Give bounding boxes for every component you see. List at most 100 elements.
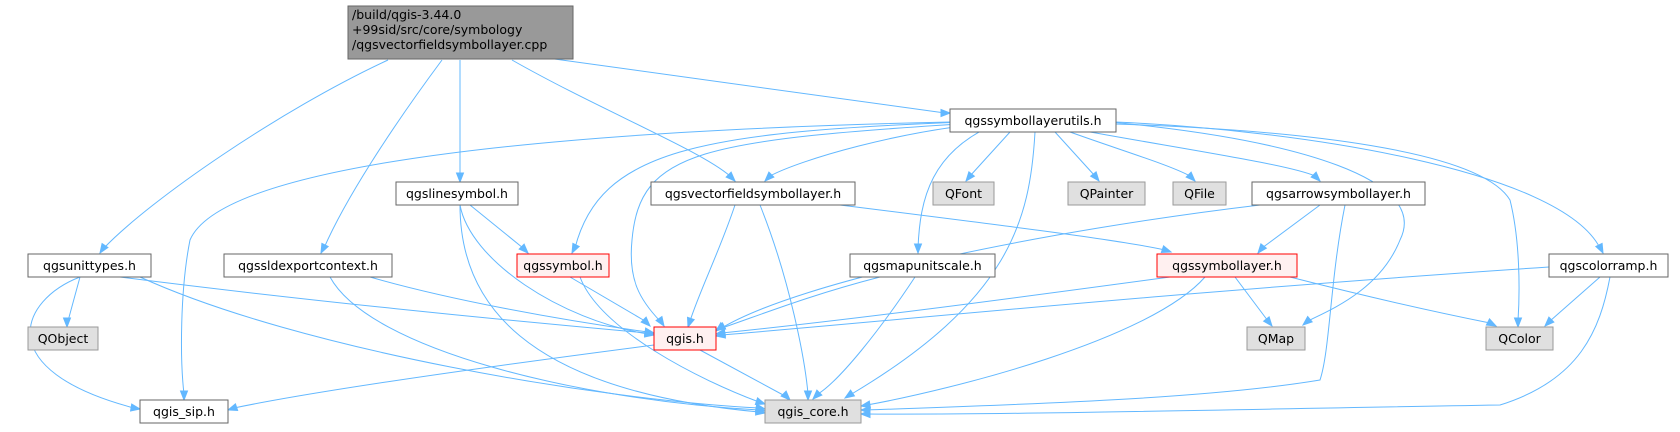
edge-line: [1114, 123, 1520, 322]
edge-vectorfieldsymbollayer-to-symbollayer: [839, 204, 1173, 254]
nodes-layer: /build/qgis-3.44.0+99sid/src/core/symbol…: [27, 5, 1669, 424]
arrowhead: [714, 321, 727, 331]
arrowhead: [455, 172, 465, 184]
edge-line: [1109, 121, 1405, 322]
node-label: qgis_sip.h: [153, 404, 215, 419]
edge-symbollayerutils-to-qgis_sip: [179, 121, 951, 402]
arrowhead: [1160, 244, 1173, 254]
edge-line: [1261, 204, 1321, 249]
arrowhead: [913, 243, 923, 255]
edge-line: [839, 204, 1166, 251]
arrowhead: [1310, 171, 1321, 182]
arrowhead: [1185, 171, 1196, 182]
edge-line: [917, 121, 1001, 249]
edge-colorramp-to-qgis_core: [859, 276, 1611, 419]
arrowhead: [99, 242, 109, 255]
edge-line: [181, 121, 951, 395]
node-box: [516, 253, 610, 278]
edge-linesymbol-to-symbol: [469, 204, 529, 254]
root-label-line: /build/qgis-3.44.0: [352, 7, 461, 22]
edge-line: [1234, 276, 1269, 322]
node-box: [27, 326, 99, 351]
edge-unittypes-to-qobject: [62, 276, 81, 329]
edge-root-to-linesymbol: [455, 60, 465, 184]
node-symbol[interactable]: qgssymbol.h: [516, 253, 610, 278]
edge-symbol-to-qgis: [569, 276, 651, 327]
edge-symbollayer-to-qgis_core: [859, 276, 1206, 409]
edge-symbollayerutils-to-mapunitscale: [913, 121, 1001, 255]
edge-symbollayerutils-to-qfont: [965, 131, 1011, 183]
edge-arrowsymbollayer-to-symbollayer: [1257, 204, 1321, 255]
edge-root-to-unittypes: [99, 59, 389, 255]
edge-line: [1089, 131, 1316, 177]
node-box: [27, 253, 152, 278]
node-box: [1067, 181, 1146, 206]
edge-line: [721, 276, 1171, 334]
arrowhead: [1513, 317, 1523, 329]
edge-line: [103, 59, 389, 249]
node-box: [653, 326, 717, 351]
arrowhead: [226, 402, 239, 412]
edge-line: [1549, 276, 1601, 322]
edges-layer: [29, 52, 1611, 419]
edge-line: [866, 204, 1346, 411]
edge-line: [866, 276, 1611, 415]
node-label: QColor: [1498, 331, 1541, 346]
node-label: qgssymbollayer.h: [1172, 258, 1282, 273]
node-unittypes[interactable]: qgsunittypes.h: [27, 253, 152, 278]
root-label-line: /qgsvectorfieldsymbollayer.cpp: [352, 37, 547, 52]
node-box: [949, 108, 1117, 133]
edge-symbollayerutils-to-qfile: [1069, 131, 1196, 182]
node-box: [764, 399, 862, 424]
edge-root-to-vectorfieldsymbollayer: [511, 59, 736, 182]
node-box: [1548, 253, 1669, 278]
node-colorramp[interactable]: qgscolorramp.h: [1548, 253, 1669, 278]
arrowhead: [725, 171, 736, 182]
arrowhead: [1301, 315, 1314, 326]
node-qgis-core: qgis_core.h: [764, 399, 862, 424]
node-symbollayer[interactable]: qgssymbollayer.h: [1156, 253, 1298, 278]
node-label: qgssymbollayerutils.h: [964, 113, 1101, 128]
edge-line: [469, 204, 524, 249]
arrowhead: [859, 409, 871, 419]
arrowhead: [518, 243, 529, 254]
node-vectorfieldsymbollayer[interactable]: qgsvectorfieldsymbollayer.h: [650, 181, 856, 206]
node-arrowsymbollayer[interactable]: qgsarrowsymbollayer.h: [1251, 181, 1426, 206]
arrowhead: [320, 242, 330, 255]
node-qgis[interactable]: qgis.h: [653, 326, 717, 351]
edge-line: [1114, 121, 1601, 249]
edge-line: [630, 121, 991, 322]
node-root[interactable]: /build/qgis-3.44.0+99sid/src/core/symbol…: [347, 5, 574, 60]
edge-line: [721, 266, 1550, 336]
edge-symbol-to-qgis_core: [579, 276, 767, 406]
node-box: [1246, 326, 1306, 351]
node-linesymbol[interactable]: qgslinesymbol.h: [395, 181, 519, 206]
arrowhead: [1485, 317, 1498, 327]
edge-qgis-to-qgis_sip: [226, 344, 655, 412]
edge-symbollayerutils-to-symbol: [571, 121, 966, 255]
node-box: [1172, 181, 1227, 206]
node-qfile: QFile: [1172, 181, 1227, 206]
root-label-line: +99sid/src/core/symbology: [352, 22, 523, 37]
edge-colorramp-to-qgis: [714, 266, 1550, 339]
node-box: [347, 5, 574, 60]
node-box: [1156, 253, 1298, 278]
edge-line: [233, 344, 655, 409]
node-qobject: QObject: [27, 326, 99, 351]
node-qmap: QMap: [1246, 326, 1306, 351]
node-symbollayerutils[interactable]: qgssymbollayerutils.h: [949, 108, 1117, 133]
node-qgis-sip[interactable]: qgis_sip.h: [139, 399, 229, 424]
node-box: [849, 253, 996, 278]
edge-mapunitscale-to-qgis_core: [812, 276, 916, 400]
edge-line: [721, 276, 881, 329]
node-label: QPainter: [1080, 186, 1134, 201]
arrowhead: [812, 389, 823, 400]
node-mapunitscale[interactable]: qgsmapunitscale.h: [849, 253, 996, 278]
node-qcolor: QColor: [1485, 326, 1554, 351]
node-sldexportcontext[interactable]: qgssldexportcontext.h: [223, 253, 393, 278]
edge-line: [511, 59, 731, 177]
arrowhead: [1089, 170, 1100, 183]
arrowhead: [940, 108, 952, 118]
edge-symbollayerutils-to-colorramp: [1114, 121, 1604, 255]
node-box: [1485, 326, 1554, 351]
